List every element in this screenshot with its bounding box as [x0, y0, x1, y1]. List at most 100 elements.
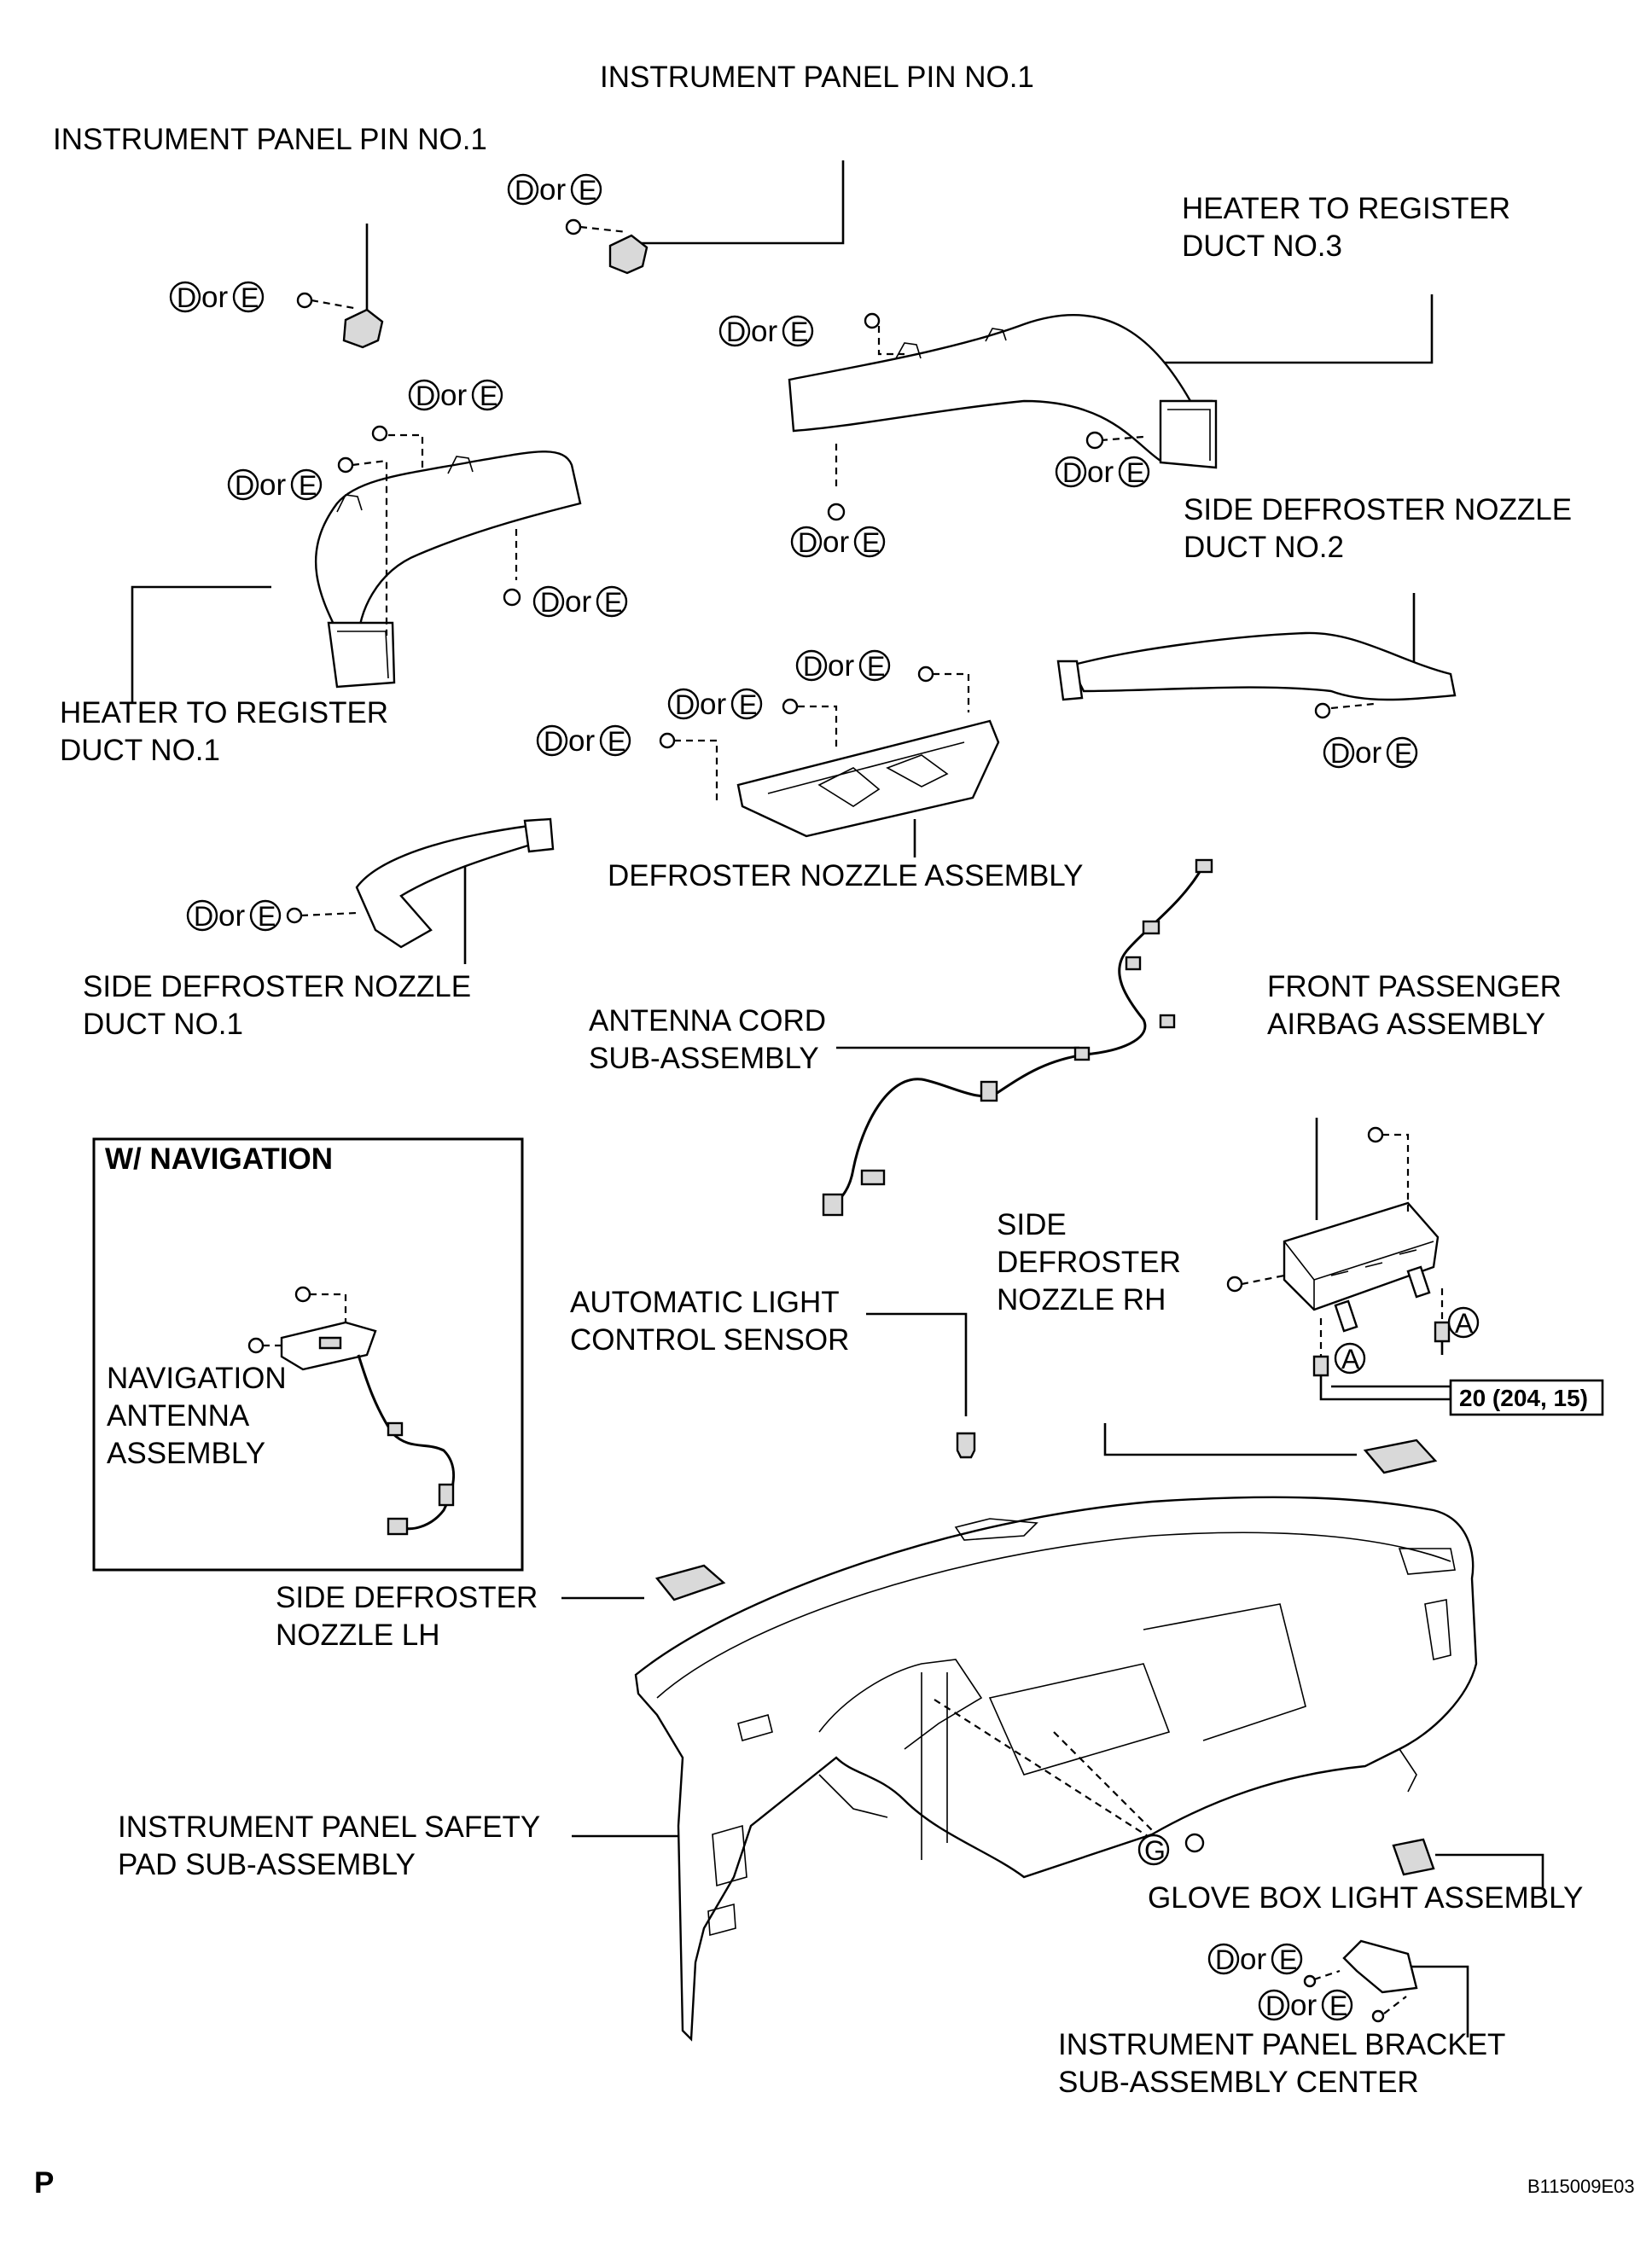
- svg-text:D: D: [1330, 738, 1350, 769]
- label-side-def-rh-line2: DEFROSTER: [997, 1246, 1181, 1279]
- front-passenger-airbag: [1226, 1126, 1451, 1401]
- instrument-panel-bracket: [1303, 1939, 1418, 2023]
- defroster-nozzle-assembly: [659, 666, 1000, 838]
- svg-text:E: E: [1279, 1944, 1297, 1975]
- nav-ant-line2: ANTENNA: [107, 1399, 250, 1433]
- svg-text:D: D: [416, 381, 435, 411]
- antenna-cord: [822, 858, 1213, 1217]
- svg-text:or: or: [700, 688, 726, 721]
- svg-text:E: E: [1126, 457, 1144, 488]
- svg-text:D: D: [235, 470, 254, 501]
- svg-text:G: G: [1144, 1835, 1166, 1866]
- svg-text:A: A: [1341, 1344, 1360, 1375]
- label-side-def-duct1-line1: SIDE DEFROSTER NOZZLE: [83, 970, 471, 1003]
- label-antenna-cord-line2: SUB-ASSEMBLY: [589, 1042, 819, 1075]
- label-safety-pad-line2: PAD SUB-ASSEMBLY: [118, 1848, 416, 1881]
- label-side-def-duct2-line2: DUCT NO.2: [1184, 531, 1344, 564]
- a-callouts: A A: [1334, 1306, 1480, 1375]
- label-side-def-lh-line2: NOZZLE LH: [276, 1619, 440, 1652]
- svg-text:or: or: [1240, 1943, 1266, 1976]
- svg-text:E: E: [258, 901, 276, 932]
- svg-text:E: E: [867, 651, 885, 682]
- instrument-panel-safety-pad: [634, 1496, 1478, 2042]
- svg-text:D: D: [803, 651, 823, 682]
- svg-text:D: D: [1265, 1991, 1285, 2021]
- side-defroster-nozzle-rh: [1363, 1439, 1438, 1474]
- side-def-duct-no1: [286, 817, 555, 949]
- svg-text:or: or: [440, 379, 467, 412]
- svg-text:A: A: [1455, 1308, 1474, 1339]
- svg-text:D: D: [1215, 1944, 1235, 1975]
- heater-duct-no3: [788, 312, 1218, 521]
- label-side-def-duct1-line2: DUCT NO.1: [83, 1008, 243, 1041]
- label-auto-light-line1: AUTOMATIC LIGHT: [570, 1286, 840, 1319]
- svg-text:or: or: [568, 724, 595, 758]
- svg-text:20 (204, 15): 20 (204, 15): [1459, 1385, 1588, 1411]
- label-airbag-line2: AIRBAG ASSEMBLY: [1267, 1008, 1545, 1041]
- svg-text:or: or: [539, 173, 566, 206]
- torque-spec: 20 (204, 15): [1449, 1379, 1604, 1416]
- label-bracket-line2: SUB-ASSEMBLY CENTER: [1058, 2066, 1419, 2099]
- heater-duct-no1: [315, 425, 582, 689]
- figure-code: B115009E03: [1527, 2176, 1635, 2197]
- label-heater-duct1-line2: DUCT NO.1: [60, 734, 220, 767]
- svg-text:E: E: [579, 175, 596, 206]
- svg-text:E: E: [1394, 738, 1412, 769]
- leader-lines: [131, 160, 1544, 2037]
- svg-text:or: or: [259, 468, 286, 502]
- label-side-def-lh-line1: SIDE DEFROSTER: [276, 1581, 538, 1614]
- instrument-panel-pin-top: [565, 218, 649, 275]
- label-side-def-duct2-line1: SIDE DEFROSTER NOZZLE: [1184, 493, 1572, 526]
- label-heater-duct1-line1: HEATER TO REGISTER: [60, 696, 388, 729]
- svg-text:D: D: [726, 317, 746, 347]
- svg-text:E: E: [604, 587, 622, 618]
- label-pin-top: INSTRUMENT PANEL PIN NO.1: [600, 61, 1034, 94]
- label-defroster-nozzle: DEFROSTER NOZZLE ASSEMBLY: [608, 859, 1084, 892]
- label-pin-left: INSTRUMENT PANEL PIN NO.1: [53, 123, 487, 156]
- label-side-def-rh-line1: SIDE: [997, 1208, 1067, 1241]
- svg-text:E: E: [608, 726, 625, 757]
- nav-box-title: W/ NAVIGATION: [105, 1142, 333, 1176]
- svg-text:E: E: [299, 470, 317, 501]
- svg-text:D: D: [177, 282, 196, 313]
- svg-text:or: or: [751, 315, 777, 348]
- label-side-def-rh-line3: NOZZLE RH: [997, 1283, 1166, 1316]
- svg-text:or: or: [1355, 736, 1382, 770]
- auto-light-sensor: [956, 1432, 976, 1459]
- svg-text:or: or: [201, 281, 228, 314]
- side-defroster-nozzle-lh: [654, 1564, 726, 1601]
- svg-text:D: D: [194, 901, 213, 932]
- svg-text:D: D: [544, 726, 563, 757]
- svg-text:or: or: [218, 899, 245, 933]
- nav-ant-line1: NAVIGATION: [107, 1362, 287, 1395]
- label-glove-light: GLOVE BOX LIGHT ASSEMBLY: [1148, 1881, 1583, 1915]
- svg-text:E: E: [241, 282, 259, 313]
- svg-text:or: or: [828, 649, 854, 683]
- svg-text:D: D: [798, 527, 817, 558]
- svg-text:or: or: [823, 526, 849, 559]
- label-antenna-cord-line1: ANTENNA CORD: [589, 1004, 826, 1038]
- instrument-panel-pin-left: [296, 292, 384, 349]
- svg-text:E: E: [480, 381, 497, 411]
- glove-box-light: [1392, 1838, 1435, 1876]
- svg-text:D: D: [1062, 457, 1082, 488]
- svg-text:E: E: [1329, 1991, 1347, 2021]
- navigation-box: W/ NAVIGATION NAVIGATION ANTENNA ASSEMBL…: [92, 1137, 524, 1572]
- svg-text:D: D: [515, 175, 534, 206]
- label-airbag-line1: FRONT PASSENGER: [1267, 970, 1562, 1003]
